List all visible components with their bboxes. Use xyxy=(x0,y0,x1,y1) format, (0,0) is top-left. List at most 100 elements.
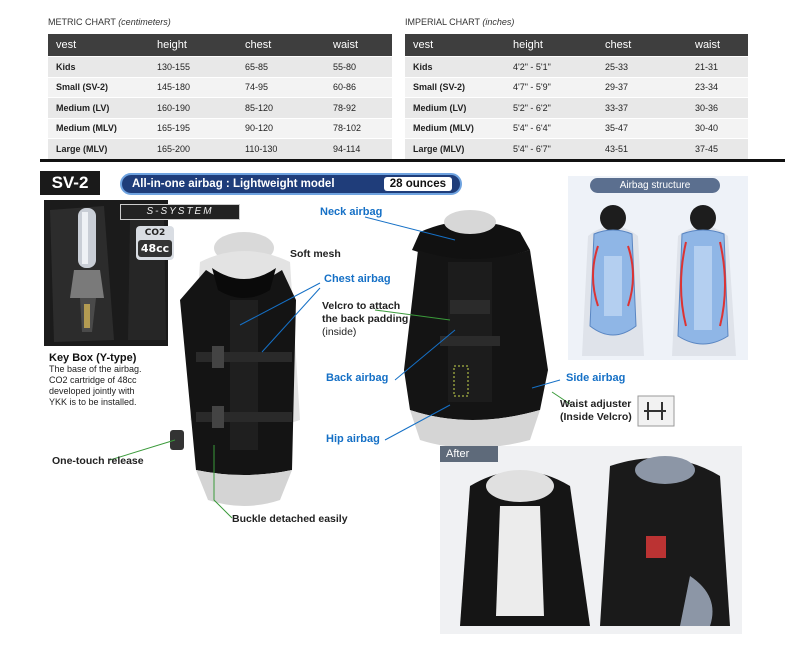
cell: Small (SV-2) xyxy=(405,76,505,98)
waist-line-2: (Inside Velcro) xyxy=(560,411,632,423)
cell: Medium (MLV) xyxy=(48,117,149,139)
cell: 30-40 xyxy=(687,117,748,139)
chest-airbag-label: Chest airbag xyxy=(324,273,391,285)
velcro-line-1: Velcro to attach xyxy=(322,300,401,312)
cell: 25-33 xyxy=(597,56,687,77)
cell: 145-180 xyxy=(149,76,237,98)
waist-adjuster-icon xyxy=(644,402,666,420)
cell: 94-114 xyxy=(325,138,392,159)
waist-line-1: Waist adjuster xyxy=(560,398,632,410)
cell: Medium (LV) xyxy=(405,97,505,118)
cell: 4'2" - 5'1" xyxy=(505,56,597,77)
tagline-text: All-in-one airbag : Lightweight model xyxy=(132,178,335,190)
cell: 74-95 xyxy=(237,76,325,98)
cell: Large (MLV) xyxy=(405,138,505,159)
cell: 55-80 xyxy=(325,56,392,77)
cell: 30-36 xyxy=(687,97,748,118)
hip-airbag-label: Hip airbag xyxy=(326,433,380,445)
metric-col-height: height xyxy=(149,34,237,57)
model-badge: SV-2 xyxy=(40,171,100,195)
cell: Large (MLV) xyxy=(48,138,149,159)
key-desc-line-3: developed jointly with xyxy=(49,386,135,396)
after-deployment-photo xyxy=(440,446,742,634)
buckle-label: Buckle detached easily xyxy=(232,513,348,525)
airbag-structure-title: Airbag structure xyxy=(590,178,720,193)
velcro-label: Velcro to attach the back padding (insid… xyxy=(322,300,408,339)
cell: 43-51 xyxy=(597,138,687,159)
metric-col-waist: waist xyxy=(325,34,392,57)
cell: 33-37 xyxy=(597,97,687,118)
front-vest-illustration xyxy=(170,232,300,506)
tagline-banner: All-in-one airbag : Lightweight model 28… xyxy=(120,173,462,195)
airbag-structure-illustration xyxy=(568,176,748,360)
cell: Kids xyxy=(48,56,149,77)
metric-col-chest: chest xyxy=(237,34,325,57)
back-vest-illustration xyxy=(404,210,548,448)
metric-col-vest: vest xyxy=(48,34,149,57)
cell: Medium (MLV) xyxy=(405,117,505,139)
cell: 5'4" - 6'7" xyxy=(505,138,597,159)
cell: 165-200 xyxy=(149,138,237,159)
cell: 78-102 xyxy=(325,117,392,139)
cell: 130-155 xyxy=(149,56,237,77)
cell: 23-34 xyxy=(687,76,748,98)
after-deployment-illustration xyxy=(440,446,742,634)
one-touch-release-label: One-touch release xyxy=(52,455,144,467)
cell: 78-92 xyxy=(325,97,392,118)
cell: 5'4" - 6'4" xyxy=(505,117,597,139)
imperial-col-waist: waist xyxy=(687,34,748,57)
weight-badge: 28 ounces xyxy=(383,177,452,191)
soft-mesh-label: Soft mesh xyxy=(290,248,341,260)
after-title: After xyxy=(440,446,498,462)
cell: 29-37 xyxy=(597,76,687,98)
cell: 65-85 xyxy=(237,56,325,77)
velcro-line-2: the back padding xyxy=(322,313,409,325)
co2-label: CO2 xyxy=(144,228,166,238)
neck-airbag-label: Neck airbag xyxy=(320,206,383,218)
cell: 35-47 xyxy=(597,117,687,139)
imperial-col-height: height xyxy=(505,34,597,57)
imperial-header-row: vest height chest waist xyxy=(405,34,748,57)
metric-header-row: vest height chest waist xyxy=(48,34,392,57)
back-airbag-label: Back airbag xyxy=(326,372,389,384)
co2-badge: CO2 48cc xyxy=(136,226,174,260)
airbag-structure-diagram xyxy=(568,176,748,360)
cell: 21-31 xyxy=(687,56,748,77)
cell: Small (SV-2) xyxy=(48,76,149,98)
cell: 37-45 xyxy=(687,138,748,159)
key-desc-line-4: YKK is to be installed. xyxy=(49,397,137,407)
key-box-title: Key Box (Y-type) xyxy=(49,352,137,364)
green-callout-lines xyxy=(109,309,571,519)
key-desc-line-1: The base of the airbag. xyxy=(49,364,142,374)
waist-adjuster-label: Waist adjuster (Inside Velcro) xyxy=(560,398,632,424)
cell: Medium (LV) xyxy=(48,97,149,118)
imperial-chart-title: IMPERIAL CHART (inches) xyxy=(405,17,515,27)
cell: 85-120 xyxy=(237,97,325,118)
key-box-info: Key Box (Y-type) The base of the airbag.… xyxy=(49,352,142,408)
cell: 60-86 xyxy=(325,76,392,98)
co2-volume: 48cc xyxy=(138,240,172,257)
side-airbag-label: Side airbag xyxy=(566,372,626,384)
key-desc-line-2: CO2 cartridge of 48cc xyxy=(49,375,137,385)
metric-chart-title: METRIC CHART (centimeters) xyxy=(48,17,171,27)
velcro-line-3: (inside) xyxy=(322,326,357,338)
cell: 160-190 xyxy=(149,97,237,118)
cell: 90-120 xyxy=(237,117,325,139)
cell: Kids xyxy=(405,56,505,77)
imperial-col-chest: chest xyxy=(597,34,687,57)
cell: 4'7" - 5'9" xyxy=(505,76,597,98)
s-system-logo: S-SYSTEM xyxy=(120,204,240,220)
cell: 5'2" - 6'2" xyxy=(505,97,597,118)
cell: 110-130 xyxy=(237,138,325,159)
